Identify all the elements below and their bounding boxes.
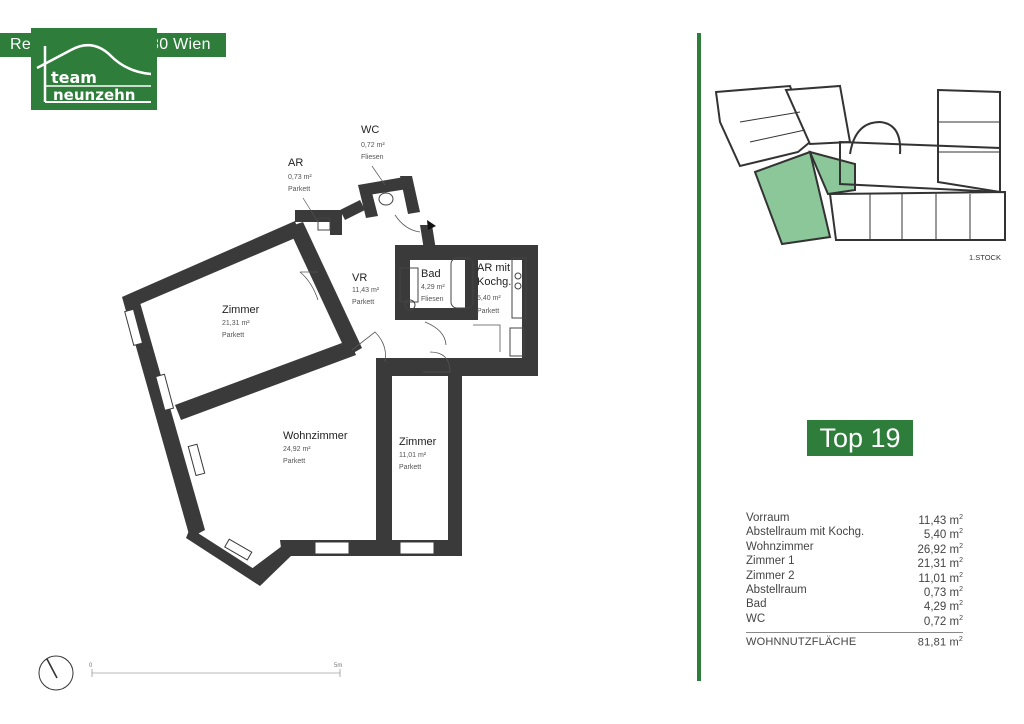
area-row: Bad 4,29 m2: [746, 597, 963, 614]
scale-end: 5m: [334, 663, 342, 669]
entrance-marker-icon: [427, 220, 436, 230]
area-value: 5,40 m: [923, 529, 960, 542]
vertical-divider: [697, 33, 701, 681]
room-vr-name: VR: [352, 272, 367, 284]
room-wc-name: WC: [361, 124, 379, 136]
room-ar-kochg-floor: Parkett: [477, 308, 499, 315]
area-value: 0,72 m: [923, 615, 960, 628]
area-row: Zimmer 1 21,31 m2: [746, 554, 963, 570]
room-bad-name: Bad: [421, 268, 441, 280]
area-value: 11,43 m: [918, 514, 960, 527]
room-zimmer2-area: 11,01 m²: [399, 452, 427, 459]
north-compass-icon: [38, 655, 74, 691]
room-vr-floor: Parkett: [352, 299, 374, 306]
room-wohnzimmer-floor: Parkett: [283, 458, 305, 465]
doors: [299, 214, 501, 373]
area-unit-sup: 2: [959, 514, 963, 521]
area-name: Bad: [746, 598, 767, 611]
room-ar-kochg-name2: Kochg.: [477, 276, 511, 288]
address-left: Re: [10, 36, 32, 53]
scale-start: 0: [89, 663, 93, 669]
area-unit-sup: 2: [959, 542, 963, 550]
unit-badge: Top 19: [807, 420, 913, 456]
logo-line1: team: [51, 68, 97, 87]
area-row: Wohnzimmer 26,92 m2: [746, 540, 963, 556]
keyplan: 1.STOCK: [714, 84, 1006, 262]
area-row: Zimmer 2 11,01 m2: [746, 569, 963, 585]
room-wohnzimmer-name: Wohnzimmer: [283, 430, 348, 442]
room-wc-area: 0,72 m²: [361, 142, 385, 149]
room-ar-name: AR: [288, 157, 303, 169]
room-zimmer2-floor: Parkett: [399, 464, 421, 471]
area-unit-sup: 2: [959, 571, 963, 579]
area-value: 11,01 m: [918, 572, 960, 585]
scale-bar: 0 5m: [89, 663, 342, 677]
logo-roof-icon: [36, 43, 152, 103]
fixtures: [317, 192, 527, 357]
room-ar-kochg-area: 5,40 m²: [477, 295, 501, 302]
windows: [124, 308, 435, 561]
room-wohnzimmer-area: 24,92 m²: [283, 446, 311, 453]
area-row: Abstellraum 0,73 m2: [746, 583, 963, 599]
walls: [122, 176, 538, 586]
room-bad-area: 4,29 m²: [421, 284, 445, 291]
room-ar-floor: Parkett: [288, 186, 310, 193]
area-name: Zimmer 1: [746, 555, 795, 568]
room-ar-kochg-name1: AR mit: [477, 262, 510, 274]
area-name: Wohnzimmer: [746, 540, 814, 553]
total-name: WOHNNUTZFLÄCHE: [746, 636, 857, 649]
area-value: 21,31 m: [917, 558, 960, 570]
area-unit-sup: 2: [959, 585, 963, 593]
area-value: 0,73 m: [923, 586, 960, 599]
area-name: WC: [746, 612, 766, 625]
area-unit-sup: 2: [959, 614, 963, 622]
room-zimmer1-name: Zimmer: [222, 304, 260, 316]
area-value: 4,29 m: [923, 601, 960, 614]
logo-line2: neunzehn: [53, 86, 136, 104]
area-row: WC 0,72 m2: [746, 612, 963, 628]
room-bad-floor: Fliesen: [421, 296, 444, 303]
room-zimmer2-name: Zimmer: [399, 436, 437, 448]
area-row: Abstellraum mit Kochg. 5,40 m2: [746, 525, 963, 542]
room-zimmer1-floor: Parkett: [222, 332, 244, 339]
area-name: Abstellraum: [746, 583, 807, 596]
room-zimmer1-area: 21,31 m²: [222, 320, 250, 327]
area-unit-sup: 2: [959, 528, 963, 536]
room-vr-area: 11,43 m²: [352, 287, 380, 294]
total-value: 81,81 m: [917, 636, 959, 649]
room-wc-floor: Fliesen: [361, 154, 384, 161]
floor-plan: WC 0,72 m² Fliesen AR 0,73 m² Parkett VR…: [38, 124, 538, 691]
team-neunzehn-logo: team neunzehn: [31, 28, 157, 110]
area-total-row: WOHNNUTZFLÄCHE 81,81 m2: [746, 632, 963, 649]
area-unit-sup: 2: [959, 557, 963, 565]
area-value: 26,92 m: [917, 543, 960, 556]
keyplan-floor-label: 1.STOCK: [969, 253, 1001, 262]
area-row: Vorraum 11,43 m2: [746, 511, 963, 527]
area-unit-sup: 2: [959, 600, 963, 608]
address-right: 30 Wien: [150, 36, 211, 53]
area-name: Vorraum: [746, 512, 790, 524]
room-ar-area: 0,73 m²: [288, 174, 312, 181]
total-unit-sup: 2: [958, 636, 963, 644]
area-name: Abstellraum mit Kochg.: [746, 526, 865, 539]
area-name: Zimmer 2: [746, 569, 795, 582]
